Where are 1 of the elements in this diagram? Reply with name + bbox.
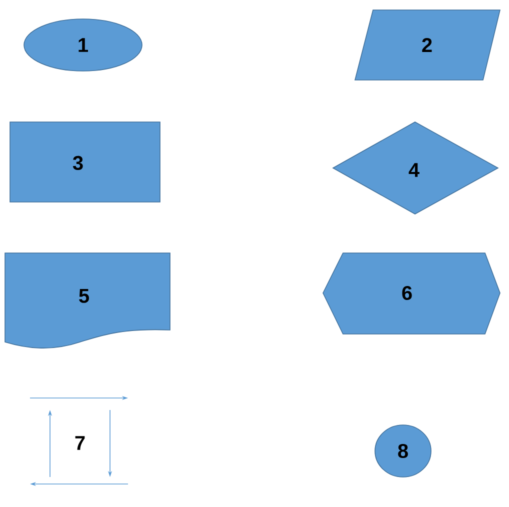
number-label: 7	[75, 436, 85, 450]
